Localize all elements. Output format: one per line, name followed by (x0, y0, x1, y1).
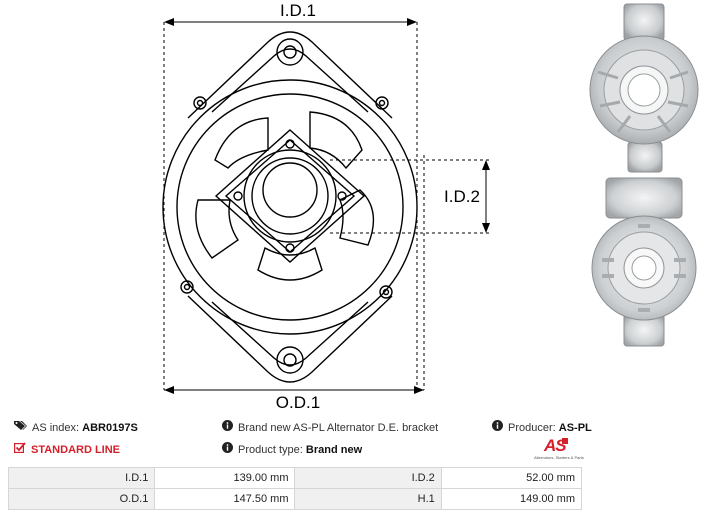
as-index-value: ABR0197S (82, 421, 138, 434)
table-row: I.D.1 139.00 mm I.D.2 52.00 mm (7, 467, 583, 489)
spec-value: 147.50 mm (154, 488, 296, 510)
line-row: STANDARD LINE (14, 442, 120, 457)
spec-value: 52.00 mm (440, 467, 583, 489)
logo-text: AS (544, 436, 567, 455)
standard-line-label: STANDARD LINE (31, 443, 121, 456)
inner-circle (176, 93, 404, 321)
bottom-ear (187, 295, 393, 383)
vent-4 (257, 246, 323, 281)
outer-circle (162, 79, 418, 335)
vent-1 (214, 117, 269, 169)
vent-5 (195, 199, 239, 259)
product-type-row: Product type: Brand new (222, 442, 362, 457)
product-photo-top (589, 3, 699, 173)
producer-value: AS-PL (558, 421, 592, 434)
label-id1: I.D.1 (280, 1, 316, 20)
as-index-label: AS index: (32, 421, 80, 434)
label-od1: O.D.1 (276, 393, 320, 410)
spec-key: I.D.1 (7, 467, 156, 489)
spec-value: 149.00 mm (440, 488, 583, 510)
info-icon (222, 420, 233, 435)
bearing-housing (243, 149, 337, 243)
info-icon (492, 420, 503, 435)
logo-mark (562, 438, 568, 444)
producer-label: Producer: (508, 421, 556, 434)
bottom-hole-outer (276, 346, 304, 374)
product-type-label: Product type: (238, 443, 303, 456)
label-id2: I.D.2 (444, 187, 480, 206)
tags-icon (14, 420, 27, 435)
producer-row: Producer: AS-PL (492, 420, 592, 435)
info-icon (222, 442, 233, 457)
description-text: Brand new AS-PL Alternator D.E. bracket (238, 421, 439, 434)
product-photo-bottom (591, 177, 697, 347)
top-ear (187, 31, 393, 119)
vent-2 (309, 111, 363, 170)
as-index-row: AS index: ABR0197S (14, 420, 138, 435)
spec-key: O.D.1 (7, 488, 156, 510)
product-type-value: Brand new (305, 443, 363, 456)
top-hole-outer (276, 38, 304, 66)
specs-table: I.D.1 139.00 mm I.D.2 52.00 mm O.D.1 147… (7, 467, 583, 510)
spec-key: H.1 (294, 488, 442, 510)
table-row: O.D.1 147.50 mm H.1 149.00 mm (7, 488, 583, 510)
description-row: Brand new AS-PL Alternator D.E. bracket (222, 420, 438, 435)
technical-drawing: I.D.1 O.D.1 I.D.2 (162, 1, 490, 410)
logo-tagline: Alternators, Starters & Parts (534, 455, 584, 460)
spec-key: I.D.2 (294, 467, 442, 489)
checkbox-checked-icon (14, 442, 26, 457)
spec-value: 139.00 mm (154, 467, 296, 489)
as-pl-logo: AS Alternators, Starters & Parts (534, 436, 584, 462)
